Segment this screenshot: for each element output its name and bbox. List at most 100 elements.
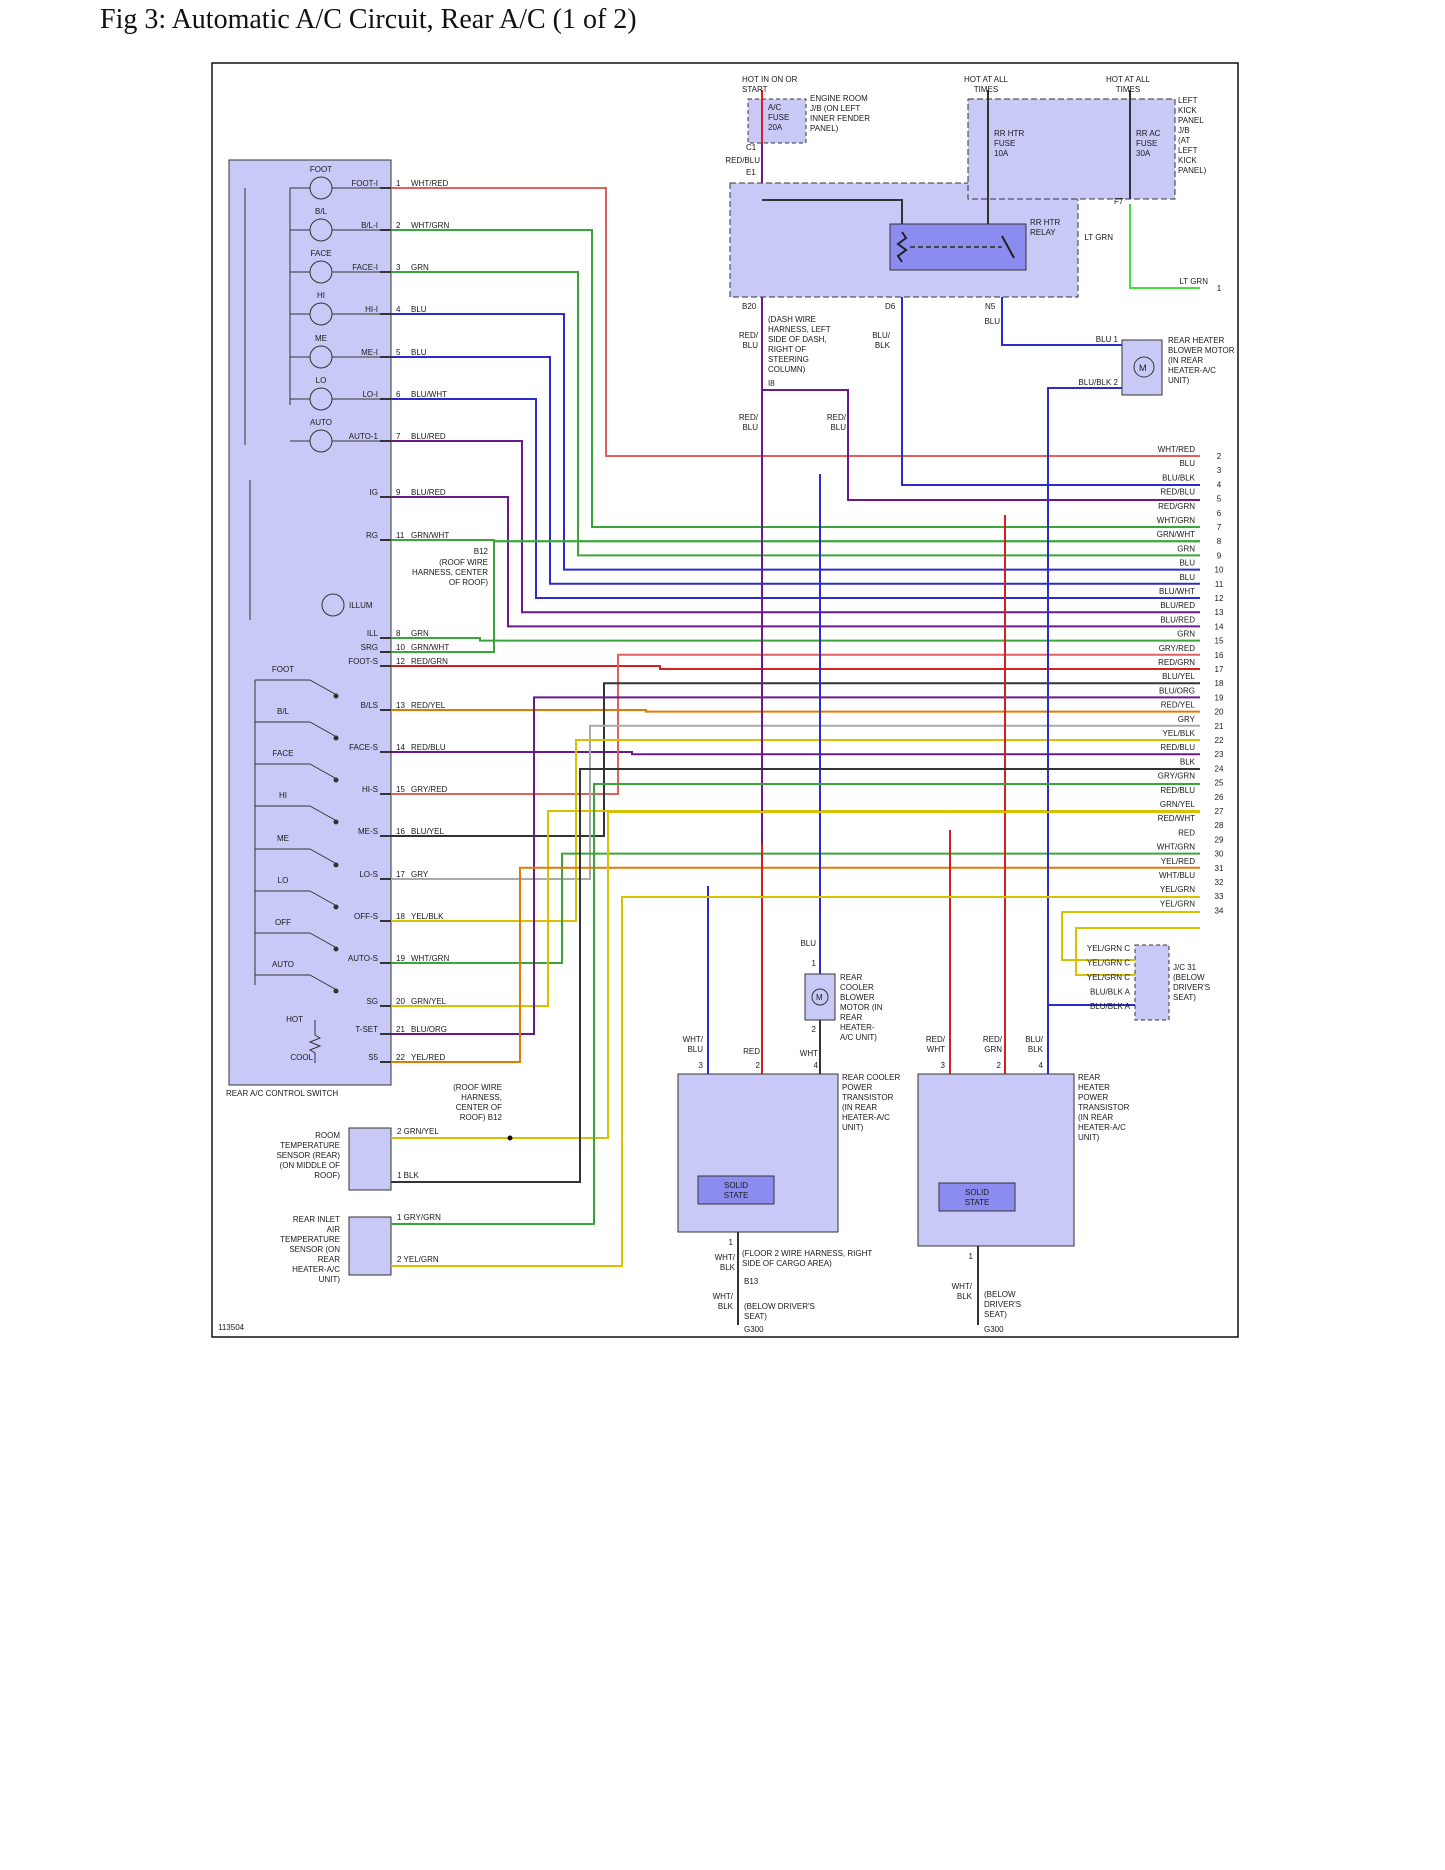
switch-pin-number: 11 [396, 531, 405, 540]
wire-me-i [391, 356, 1200, 585]
output-wire-1-color: LT GRN [1179, 277, 1208, 286]
output-wire-number: 4 [1217, 480, 1222, 489]
contact-point [333, 904, 339, 910]
output-wire-number: 29 [1215, 835, 1224, 844]
output-wire-number: 17 [1215, 665, 1224, 674]
switch-pin-number: 22 [396, 1053, 405, 1062]
switch-pin-number: 1 [396, 179, 401, 188]
switch-pin-me-i: ME-I [361, 348, 378, 357]
output-wire-number: 20 [1215, 708, 1224, 717]
inlet-air-sensor-box [348, 1216, 392, 1276]
wire-face-s [391, 751, 1200, 756]
contact-blade [309, 890, 336, 906]
output-wire-number: 15 [1215, 637, 1224, 646]
heater-wire4: BLU/BLK [1025, 1035, 1044, 1054]
output-wire-number: 28 [1215, 821, 1224, 830]
switch-pin-wire-color: GRN [411, 263, 429, 272]
indicator-led-icon [309, 302, 333, 326]
cooler-wire2: RED [743, 1047, 760, 1056]
cooler-pin1: 1 [729, 1238, 734, 1247]
rear-ac-control-switch-box [228, 159, 392, 1086]
output-wire-number: 9 [1217, 551, 1222, 560]
output-wire-color: RED/BLU [1160, 488, 1195, 497]
indicator-label: AUTO [310, 418, 332, 427]
jc31-pin: BLU/BLK A [1090, 988, 1131, 997]
output-wire-number: 18 [1215, 679, 1224, 688]
switch-pin-lo-i: LO-I [362, 390, 378, 399]
indicator-led-icon [309, 218, 333, 242]
contact-blade [309, 679, 336, 695]
wire-me-s [391, 682, 1200, 837]
output-wire-number: 25 [1215, 779, 1224, 788]
blu-n5-label: BLU [984, 317, 1000, 326]
figure-id: 113504 [218, 1323, 245, 1332]
heater-pin2: 2 [997, 1061, 1002, 1070]
output-wire-number: 6 [1217, 509, 1222, 518]
heater-ground-wire: WHT/BLK [952, 1282, 973, 1301]
connector-n5: N5 [985, 302, 996, 311]
indicator-label: HI [317, 291, 325, 300]
output-wire-color: YEL/GRN [1160, 885, 1195, 894]
switch-pin-me-s: ME-S [358, 827, 378, 836]
switch-pin-number: 4 [396, 305, 401, 314]
switch-name: REAR A/C CONTROL SWITCH [226, 1089, 338, 1098]
switch-pin-auto-s: AUTO-S [348, 954, 378, 963]
connector-e1: E1 [746, 168, 756, 177]
switch-pin-number: 12 [396, 657, 405, 666]
switch-pin-wire-color: GRN [411, 629, 429, 638]
output-wire-number: 30 [1215, 850, 1224, 859]
switch-pin-wire-color: RED/YEL [411, 701, 446, 710]
heater-wire2: RED/GRN [983, 1035, 1003, 1054]
indicator-label: FOOT [310, 165, 332, 174]
output-wire-color: BLU [1179, 559, 1195, 568]
switch-pin-number: 8 [396, 629, 401, 638]
switch-pin-rg: RG [366, 531, 378, 540]
switch-pin-number: 15 [396, 785, 405, 794]
rear-heater-transistor-box [917, 1073, 1075, 1247]
output-wire-color: GRY [1178, 715, 1196, 724]
switch-pin-number: 9 [396, 488, 401, 497]
wire-auto-s [391, 852, 1200, 964]
contact-point [333, 735, 339, 741]
blu-n5 [1001, 297, 1122, 346]
connector-c1: C1 [746, 143, 757, 152]
wire-lo-i [391, 398, 1200, 599]
output-wire-color: RED/BLU [1160, 743, 1195, 752]
output-wire-number: 34 [1215, 906, 1224, 915]
contact-point [333, 693, 339, 699]
wire-sg [391, 810, 1200, 1007]
yel-grn-jc31-a [1061, 911, 1200, 961]
switch-pin-number: 21 [396, 1025, 405, 1034]
ac-fuse-box [747, 98, 807, 144]
switch-pin-wire-color: BLU/YEL [411, 827, 444, 836]
output-wire-color: RED/WHT [1158, 814, 1195, 823]
switch-pin-wire-color: GRN/YEL [411, 997, 447, 1006]
cooler-motor-pin2: 2 [812, 1025, 817, 1034]
output-wire-number: 12 [1215, 594, 1224, 603]
wire-b-ls [391, 709, 1200, 713]
cooler-motor-blu: BLU [800, 939, 816, 948]
switch-pin-number: 6 [396, 390, 401, 399]
rear-cooler-motor-glyph: M [816, 993, 823, 1002]
output-wire-color: BLU [1179, 573, 1195, 582]
indicator-led-icon [309, 176, 333, 200]
output-wire-number: 7 [1217, 523, 1222, 532]
switch-contact-label: ME [277, 834, 289, 843]
wire-auto-1 [391, 440, 1200, 614]
grn-yel-room-sensor [391, 811, 1200, 1139]
switch-pin-wire-color: BLU/ORG [411, 1025, 447, 1034]
room-temp-sensor-box [348, 1127, 392, 1191]
switch-pin-wire-color: RED/BLU [411, 743, 446, 752]
connector-b12: B12 [474, 547, 489, 556]
switch-pin-hi-i: HI-I [365, 305, 378, 314]
output-wire-color: GRN [1177, 544, 1195, 553]
wire-s5 [391, 866, 1200, 1063]
